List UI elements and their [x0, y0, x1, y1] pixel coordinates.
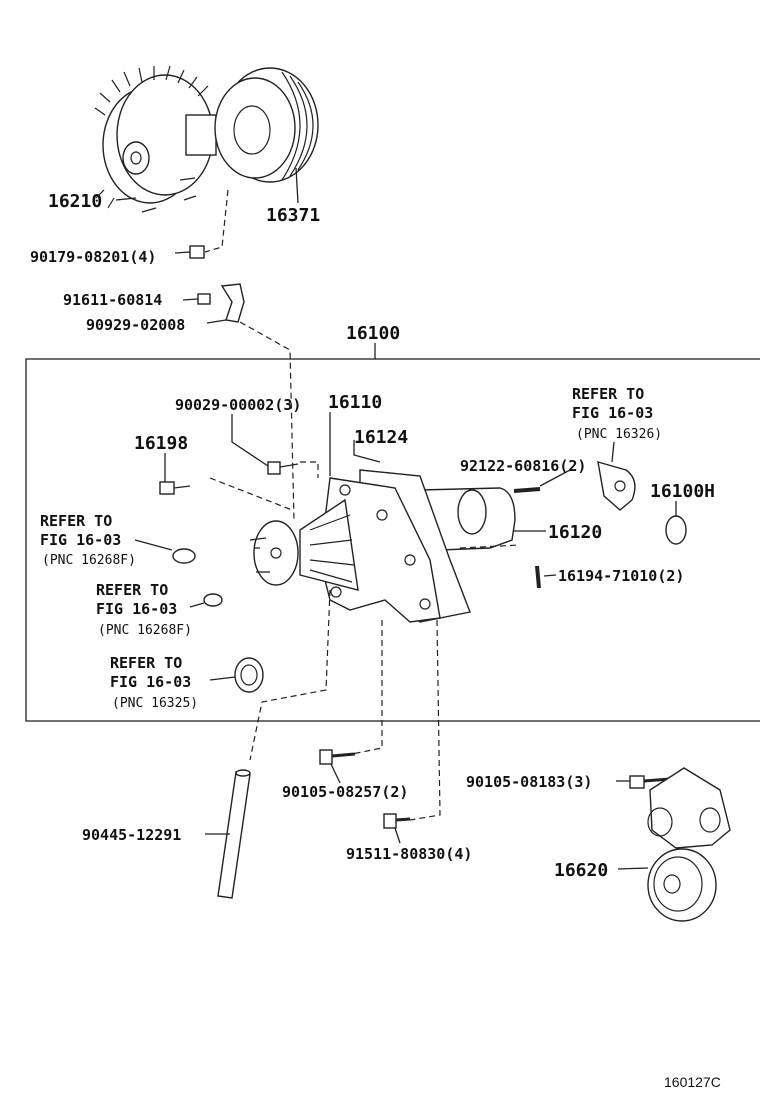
- label-91511: 91511-80830(4): [346, 845, 472, 863]
- label-16120: 16120: [548, 522, 602, 543]
- tensioner-drawing: [629, 767, 731, 922]
- label-16620: 16620: [554, 860, 608, 881]
- label-92122: 92122-60816(2): [460, 457, 586, 475]
- refer-note-16325: REFER TO FIG 16-03 (PNC 16325): [110, 654, 198, 711]
- pipe-drawing: [217, 769, 251, 899]
- label-91611: 91611-60814: [63, 291, 162, 309]
- pulley-drawing: [214, 67, 319, 183]
- svg-text:(PNC 16326): (PNC 16326): [576, 427, 662, 442]
- svg-text:FIG 16-03: FIG 16-03: [110, 673, 191, 691]
- label-16198: 16198: [134, 433, 188, 454]
- svg-text:REFER TO: REFER TO: [40, 512, 112, 530]
- label-16124: 16124: [354, 427, 408, 448]
- water-pump-drawing: [249, 469, 516, 623]
- svg-text:FIG 16-03: FIG 16-03: [40, 531, 121, 549]
- oring-16100h-drawing: [665, 515, 687, 545]
- label-16371: 16371: [266, 205, 320, 226]
- svg-text:(PNC 16325): (PNC 16325): [112, 696, 198, 711]
- label-16100: 16100: [346, 323, 400, 344]
- label-16100h: 16100H: [650, 481, 715, 502]
- label-16110: 16110: [328, 392, 382, 413]
- label-90445: 90445-12291: [82, 826, 181, 844]
- svg-text:REFER TO: REFER TO: [96, 581, 168, 599]
- svg-text:FIG 16-03: FIG 16-03: [96, 600, 177, 618]
- refer-note-16268f-a: REFER TO FIG 16-03 (PNC 16268F): [40, 512, 136, 568]
- assembly-box: [25, 358, 760, 722]
- refer-note-16326: REFER TO FIG 16-03 (PNC 16326): [572, 385, 662, 442]
- label-90179: 90179-08201(4): [30, 248, 156, 266]
- bracket-drawing: [197, 283, 245, 323]
- label-16210: 16210: [48, 191, 102, 212]
- svg-text:FIG 16-03: FIG 16-03: [572, 404, 653, 422]
- svg-text:(PNC 16268F): (PNC 16268F): [42, 553, 136, 568]
- label-90105-08257: 90105-08257(2): [282, 783, 408, 801]
- label-90105-08183: 90105-08183(3): [466, 773, 592, 791]
- label-90929: 90929-02008: [86, 316, 185, 334]
- fan-clutch-drawing: [94, 65, 217, 213]
- figure-id: 160127C: [664, 1074, 721, 1090]
- label-16194: 16194-71010(2): [558, 567, 684, 585]
- gasket-16326-drawing: [597, 461, 636, 511]
- label-90029: 90029-00002(3): [175, 396, 301, 414]
- svg-text:(PNC 16268F): (PNC 16268F): [98, 623, 192, 638]
- refer-note-16268f-b: REFER TO FIG 16-03 (PNC 16268F): [96, 581, 192, 638]
- svg-text:REFER TO: REFER TO: [572, 385, 644, 403]
- svg-text:REFER TO: REFER TO: [110, 654, 182, 672]
